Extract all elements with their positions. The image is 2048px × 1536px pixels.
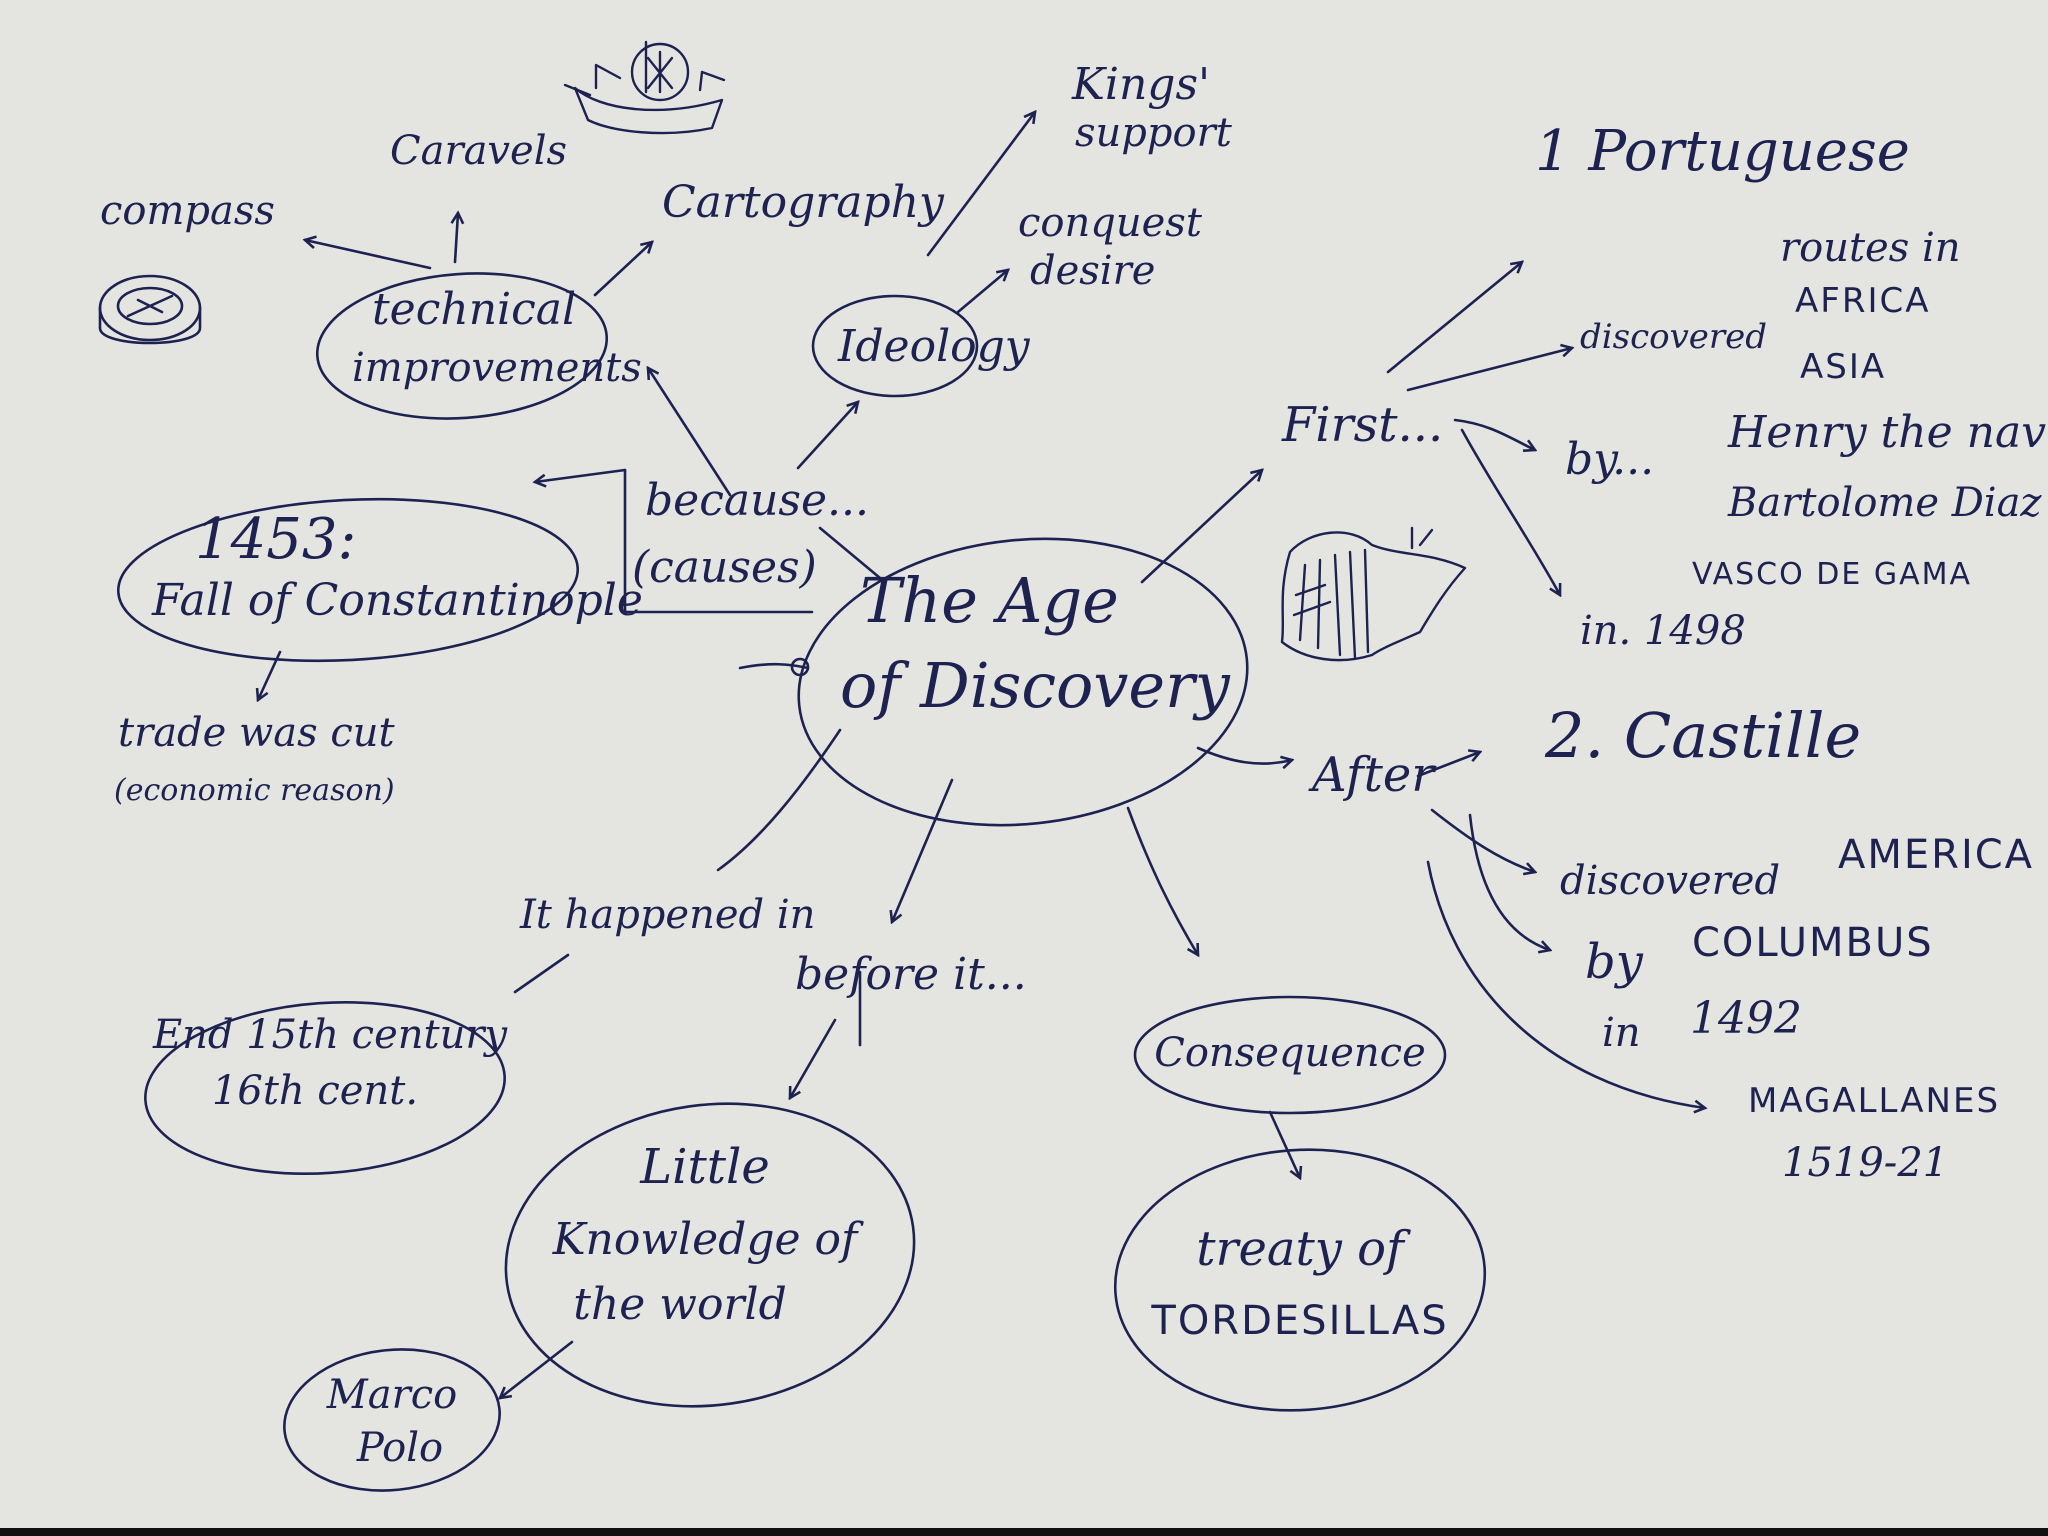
iberian-map-icon [1280, 526, 1467, 662]
constantinople-bubble [116, 497, 580, 663]
when-bubble [144, 1000, 506, 1176]
knowledge-of-label: Knowledge of [552, 1214, 858, 1265]
little-label: Little [640, 1139, 770, 1195]
tordesillas-bubble [1113, 1148, 1487, 1412]
portuguese-label: 1 Portuguese [1535, 119, 1910, 184]
ideology-label: Ideology [838, 321, 1030, 372]
technical-label: technical [372, 284, 577, 335]
trade-was-cut: trade was cut [118, 710, 395, 756]
routes-africa: AFRICA [1795, 281, 1931, 321]
henry-navigator: Henry the navi [1728, 407, 2048, 458]
support-label: support [1075, 110, 1232, 156]
routes-asia: ASIA [1800, 347, 1887, 387]
magallanes-years: 1519-21 [1782, 1140, 1949, 1186]
consequence-bubble [1133, 995, 1447, 1115]
year-1492: 1492 [1690, 993, 1802, 1044]
it-happened-in: It happened in [520, 892, 816, 938]
kings-label: Kings' [1072, 59, 1211, 110]
first-by: by... [1565, 434, 1655, 485]
before-it-label: before it... [795, 949, 1027, 1000]
center-title-line1: The Age [860, 564, 1119, 637]
polo-label: Polo [356, 1425, 444, 1471]
compass-icon [98, 274, 202, 345]
consequence-label: Consequence [1154, 1030, 1426, 1076]
castille-label: 2. Castille [1545, 699, 1862, 772]
improvements-label: improvements [352, 345, 642, 391]
little-knowledge-bubble [504, 1102, 916, 1408]
bartolome-diaz: Bartolome Diaz [1728, 480, 2042, 526]
year-in: in [1602, 1010, 1641, 1056]
causes-label: (causes) [632, 542, 817, 593]
center-title-line2: of Discovery [840, 649, 1230, 722]
routes-in: routes in [1780, 225, 1961, 271]
first-label: First... [1282, 397, 1444, 453]
compass-label: compass [100, 188, 275, 234]
fall-of-constantinople: Fall of Constantinople [152, 575, 643, 626]
america-label: AMERICA [1838, 832, 2035, 878]
center-bubble [797, 537, 1249, 827]
tordesillas-label: TORDESILLAS [1151, 1298, 1449, 1344]
after-by: by [1585, 934, 1643, 990]
year-1498: in. 1498 [1580, 608, 1746, 654]
marco-label: Marco [326, 1372, 458, 1418]
first-discovered: discovered [1580, 317, 1768, 357]
columbus-label: COLUMBUS [1692, 920, 1934, 966]
caravels-label: Caravels [390, 128, 568, 174]
after-discovered: discovered [1560, 858, 1781, 904]
desire-label: desire [1030, 248, 1156, 294]
cartography-label: Cartography [662, 177, 944, 228]
vasco-de-gama: VASCO DE GAMA [1692, 557, 1973, 592]
ideology-bubble [811, 294, 979, 398]
because-label: because... [645, 475, 869, 526]
magallanes-label: MAGALLANES [1748, 1081, 2001, 1121]
16th-century: 16th cent. [211, 1068, 419, 1114]
end-15th-century: End 15th century [152, 1012, 508, 1058]
the-world-label: the world [573, 1279, 787, 1330]
conquest-label: conquest [1018, 200, 1202, 246]
caravel-ship-icon [563, 40, 726, 135]
year-1453: 1453: [195, 507, 357, 572]
marco-polo-bubble [283, 1348, 501, 1492]
technical-bubble [315, 272, 609, 420]
treaty-of-label: treaty of [1196, 1221, 1404, 1277]
economic-reason: (economic reason) [114, 773, 395, 808]
after-label: After [1312, 747, 1435, 803]
